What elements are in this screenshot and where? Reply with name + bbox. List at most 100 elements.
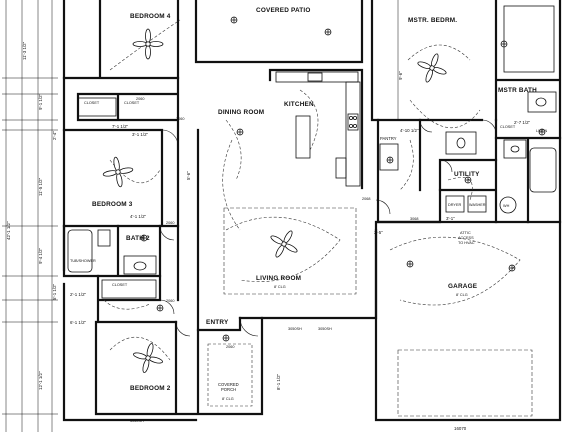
light-icon <box>508 264 516 272</box>
dimension-label: 12'-1 1/2" <box>38 371 43 390</box>
window-label: 2060 <box>166 221 174 225</box>
label-washer: WASHER <box>469 203 486 207</box>
ceiling-note-garage: 8' CLG <box>456 293 468 297</box>
window-label: 2068 <box>362 197 370 201</box>
light-fixtures <box>140 16 546 342</box>
dimension-label: 9'-1 1/2" <box>38 93 43 110</box>
dimension-lines <box>2 0 561 432</box>
range <box>347 113 359 131</box>
light-icon <box>230 16 238 24</box>
master-vanity <box>527 91 557 113</box>
light-icon <box>222 334 230 342</box>
fan-icon <box>132 28 164 60</box>
dimension-label: 8'-1 1/2" <box>276 373 281 390</box>
garage-door-size: 16070 <box>454 426 467 431</box>
wall-hall-left <box>176 76 200 332</box>
master-sink-double <box>503 139 527 159</box>
wall-bath2 <box>62 224 162 278</box>
fan-icon <box>270 230 298 258</box>
fan-icon <box>102 156 134 188</box>
wall-living-front <box>238 228 378 320</box>
wall-kitchen <box>268 68 364 190</box>
label-closet-d: CLOSET <box>500 125 516 129</box>
label-linen: LINEN <box>536 129 547 133</box>
bed3-closet <box>77 97 117 117</box>
dimension-label: 4'-1 1/2" <box>130 214 147 219</box>
light-icon <box>406 260 414 268</box>
bath2-tub <box>67 229 93 273</box>
label-water-heater: WH <box>503 204 510 208</box>
wall-master-bath <box>494 136 562 224</box>
dimension-label: 9'-4 1/2" <box>38 247 43 264</box>
label-bedroom4: BEDROOM 4 <box>130 13 171 20</box>
dimension-label: 3'-1 1/2" <box>132 132 149 137</box>
label-living-room: LIVING ROOM <box>256 275 301 282</box>
label-master-bath: MSTR BATH <box>498 87 537 94</box>
dimension-label: 11'-3 1/2" <box>22 41 27 60</box>
window-label: 3050SH <box>130 419 144 423</box>
label-attic-3: TO HVAC <box>458 241 475 245</box>
fan-icon <box>133 343 163 373</box>
window-label: 3068 <box>410 217 418 221</box>
porch-ceiling-outline <box>207 343 253 407</box>
label-closet-b: CLOSET <box>124 101 140 105</box>
wall-entry <box>196 316 264 416</box>
label-covered-porch-1: COVERED <box>218 382 239 387</box>
dimension-label: 2'-4" <box>52 131 57 140</box>
washer <box>445 195 465 213</box>
master-shower <box>503 5 555 73</box>
label-closet-c: CLOSET <box>112 283 128 287</box>
label-entry: ENTRY <box>206 319 229 326</box>
dimension-label: 3'-1" <box>446 216 455 221</box>
window-label: 3050SH <box>288 327 302 331</box>
wall-garage <box>374 220 562 422</box>
window-label: 3050SH <box>318 327 332 331</box>
dimension-label: 2'-7 1/2" <box>514 120 531 125</box>
master-tub <box>529 147 557 193</box>
wall-master-bedroom <box>370 0 562 224</box>
label-bath2: BATH 2 <box>126 235 150 242</box>
window-label: 2060 <box>226 345 234 349</box>
living-ceiling-outline <box>223 207 357 295</box>
label-covered-patio: COVERED PATIO <box>256 7 311 14</box>
bath2-vanity <box>123 255 157 275</box>
light-icon <box>464 176 472 184</box>
dimension-label: 5'-1 1/2" <box>52 283 57 300</box>
label-dryer: DRYER <box>448 203 461 207</box>
label-garage: GARAGE <box>448 283 478 290</box>
master-toilet-area <box>445 131 477 155</box>
wall-bedroom4 <box>62 0 180 80</box>
dimension-label: 5'-6" <box>186 171 191 180</box>
dimension-label: 2'-1 1/2" <box>70 292 87 297</box>
ceiling-fans <box>102 28 447 373</box>
ceiling-note-entry: 8' CLG <box>222 397 234 401</box>
light-icon <box>538 128 546 136</box>
water-heater <box>499 196 517 214</box>
dimension-label: 7'-1 1/2" <box>112 124 129 129</box>
ceiling-note-living: 8' CLG <box>274 285 286 289</box>
window-label: 2060 <box>166 299 174 303</box>
pantry-shelves <box>379 143 399 171</box>
light-icon <box>236 128 244 136</box>
label-attic-2: ACCESS <box>458 236 474 240</box>
dimension-label: 11'-5 1/2" <box>38 177 43 196</box>
kitchen-counter-right <box>345 81 361 187</box>
kitchen-island <box>295 115 311 159</box>
dimension-label: 9'-6" <box>398 71 403 80</box>
label-attic-1: ATTIC <box>460 231 471 235</box>
fan-icon <box>417 53 447 83</box>
window-label: 2060 <box>136 97 144 101</box>
kitchen-counter-top <box>275 71 359 83</box>
kitchen-sink <box>307 72 323 82</box>
label-bedroom2: BEDROOM 2 <box>130 385 171 392</box>
dimension-overall-left: 42'-1 1/2" <box>6 221 11 240</box>
label-covered-porch-2: PORCH <box>221 387 236 392</box>
light-icon <box>156 304 164 312</box>
light-icon <box>500 40 508 48</box>
wall-utility <box>438 158 498 224</box>
dimension-label: 4'-10 1/2" <box>400 128 419 133</box>
wall-closet-bed2 <box>96 274 178 324</box>
dimension-label: 6'-1 1/2" <box>70 320 87 325</box>
label-dining-room: DINING ROOM <box>218 109 264 116</box>
